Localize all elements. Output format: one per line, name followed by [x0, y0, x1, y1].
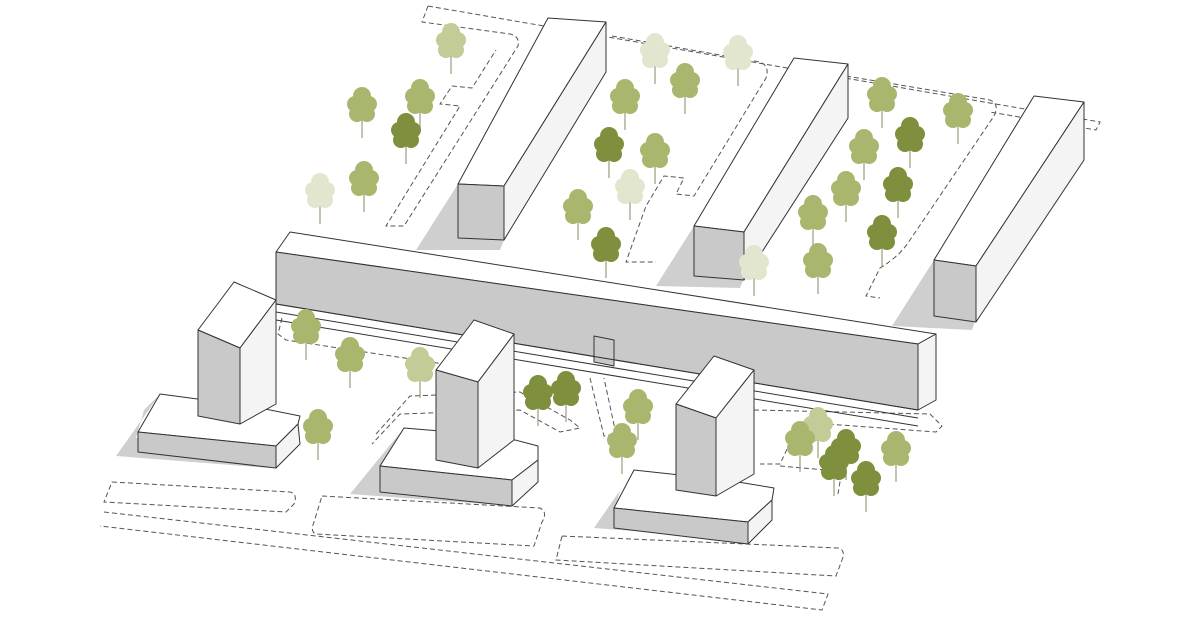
tree	[563, 189, 593, 240]
tree-canopy	[804, 207, 822, 225]
tree	[551, 371, 581, 422]
tree	[867, 77, 897, 128]
tree-canopy	[442, 35, 460, 53]
central-bar-building	[275, 231, 937, 427]
tree	[819, 445, 849, 496]
tree	[943, 93, 973, 144]
central-tower	[379, 319, 539, 507]
tree	[436, 23, 466, 74]
trees	[291, 23, 973, 512]
tree	[303, 409, 333, 460]
tree	[895, 117, 925, 168]
tree	[723, 35, 753, 86]
tree-canopy	[569, 201, 587, 219]
tree-canopy	[311, 185, 329, 203]
tree	[831, 171, 861, 222]
tree-canopy	[901, 129, 919, 147]
tree-canopy	[616, 91, 634, 109]
south-boundary-road	[99, 511, 829, 611]
tree-canopy	[825, 457, 843, 475]
tree	[594, 127, 624, 178]
east-tower	[613, 355, 775, 545]
north-path-east-loop	[845, 75, 997, 299]
tree	[335, 337, 365, 388]
tree	[881, 431, 911, 482]
tree	[640, 133, 670, 184]
tree-canopy	[791, 433, 809, 451]
tree-canopy	[949, 105, 967, 123]
tree-canopy	[613, 435, 631, 453]
south-street-west	[103, 481, 296, 513]
tree	[615, 169, 645, 220]
tree-canopy	[529, 387, 547, 405]
plaza-path-east	[753, 409, 943, 465]
plaza-path-west	[277, 317, 471, 369]
north-block-3	[933, 95, 1085, 323]
plaza-path-diagonal	[589, 377, 617, 437]
tree-canopy	[855, 141, 873, 159]
tree-canopy	[309, 421, 327, 439]
tree-canopy	[621, 181, 639, 199]
north-path-west-loop	[385, 5, 519, 227]
tree	[849, 129, 879, 180]
tree-canopy	[857, 473, 875, 491]
tree-canopy	[837, 183, 855, 201]
tree-canopy	[676, 75, 694, 93]
tree	[523, 375, 553, 426]
tree-canopy	[889, 179, 907, 197]
tree	[610, 79, 640, 130]
tree-canopy	[297, 321, 315, 339]
tree-canopy	[629, 401, 647, 419]
tree	[803, 243, 833, 294]
tree-canopy	[745, 257, 763, 275]
tree-canopy	[600, 139, 618, 157]
south-street-mid	[311, 495, 546, 547]
north-block-2	[693, 57, 849, 281]
tree	[591, 227, 621, 278]
tree-canopy	[809, 419, 827, 437]
tree	[739, 245, 769, 296]
tree-canopy	[411, 359, 429, 377]
tree-canopy	[873, 227, 891, 245]
tree	[851, 461, 881, 512]
tree-canopy	[873, 89, 891, 107]
tree-canopy	[353, 99, 371, 117]
tree	[405, 79, 435, 130]
tree	[305, 173, 335, 224]
tree	[347, 87, 377, 138]
tree	[607, 423, 637, 474]
south-street-east	[555, 535, 844, 577]
tree-canopy	[557, 383, 575, 401]
west-tower	[137, 281, 301, 469]
tree-canopy	[355, 173, 373, 191]
tree	[785, 421, 815, 472]
tree-canopy	[809, 255, 827, 273]
tree	[670, 63, 700, 114]
tree-canopy	[729, 47, 747, 65]
tree-canopy	[646, 45, 664, 63]
tree-canopy	[887, 443, 905, 461]
tree-canopy	[597, 239, 615, 257]
central-bar-passage	[593, 335, 615, 367]
tree	[405, 347, 435, 398]
tree-canopy	[341, 349, 359, 367]
tree	[391, 113, 421, 164]
tree-canopy	[411, 91, 429, 109]
tree	[803, 407, 833, 458]
tree	[623, 389, 653, 440]
tree-canopy	[646, 145, 664, 163]
tree	[798, 195, 828, 246]
tree	[349, 161, 379, 212]
tree-canopy	[397, 125, 415, 143]
tree	[867, 215, 897, 266]
tree	[640, 33, 670, 84]
tree	[883, 167, 913, 218]
north-path-mid-loop	[611, 35, 768, 263]
north-block-1	[457, 17, 607, 241]
tree	[291, 309, 321, 360]
